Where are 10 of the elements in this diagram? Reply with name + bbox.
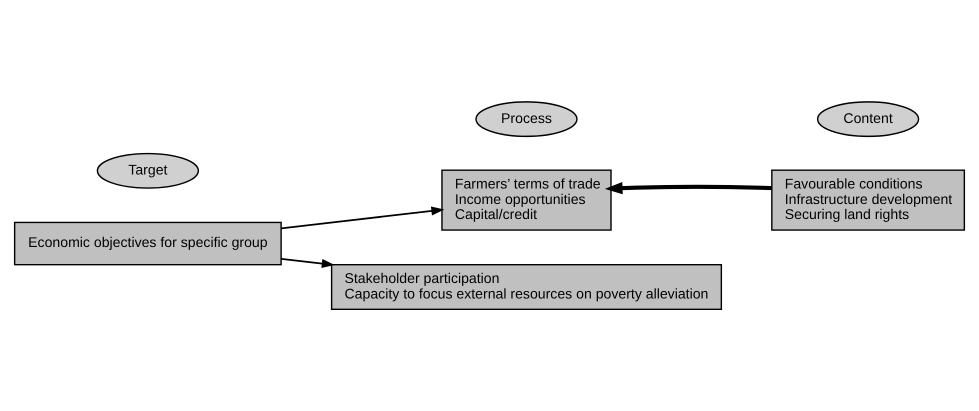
- arrow: [281, 206, 444, 230]
- node-ellipse: Content: [816, 101, 920, 138]
- node-box: Farmers’ terms of trade Income opportunities Capital/credit: [441, 169, 612, 231]
- node-box: Economic objectives for specific group: [14, 222, 282, 266]
- node-box: Stakeholder participation Capacity to focus external resources on poverty alleviation: [330, 264, 722, 310]
- node-box: Favourable conditions Infrastructure development Securing land rights: [771, 169, 966, 231]
- arrow: [604, 182, 772, 194]
- arrow: [281, 258, 335, 268]
- node-ellipse: Process: [475, 101, 578, 138]
- node-ellipse: Target: [96, 152, 200, 189]
